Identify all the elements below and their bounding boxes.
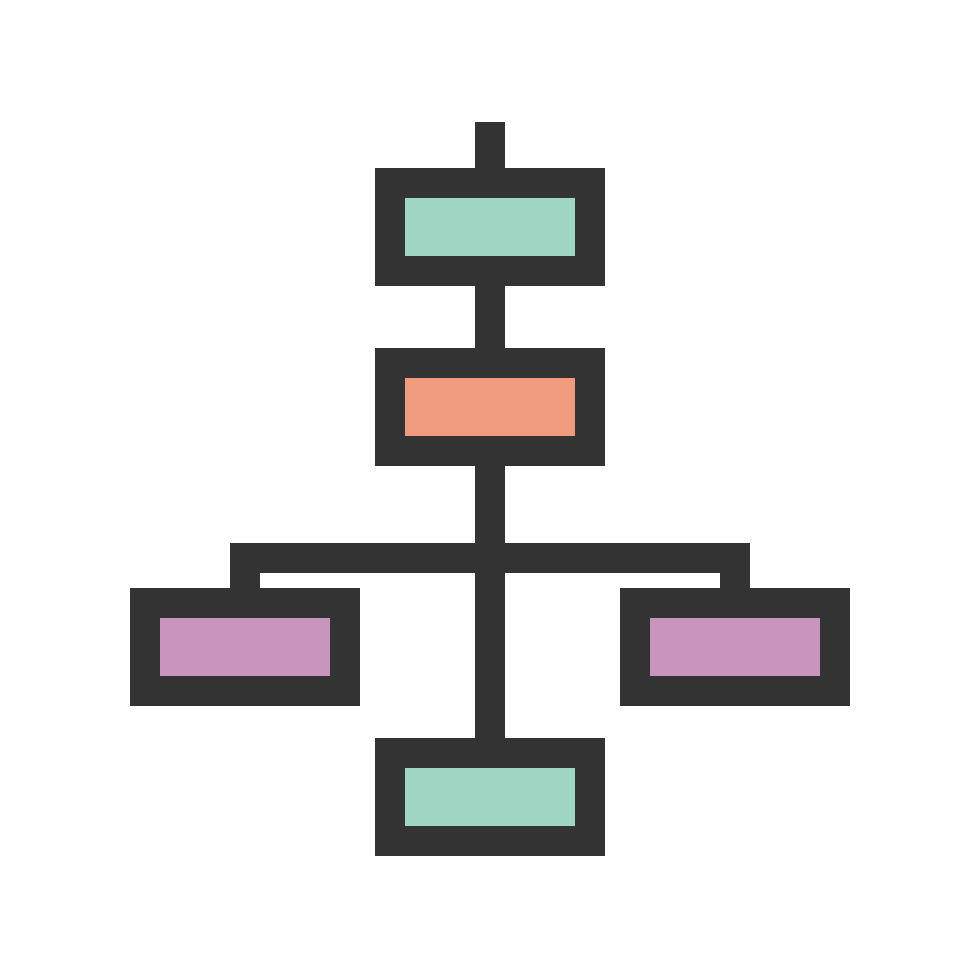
right-node-box	[620, 588, 850, 706]
upper-connector	[475, 286, 505, 350]
top-node-box	[375, 168, 605, 286]
middle-node-box	[375, 348, 605, 466]
left-node-box	[130, 588, 360, 706]
horizontal-branch-connector	[230, 543, 750, 573]
center-vertical-connector	[475, 466, 505, 740]
bottom-node-box	[375, 738, 605, 856]
left-branch-drop	[230, 543, 260, 591]
right-branch-drop	[720, 543, 750, 591]
top-connector	[475, 122, 505, 170]
